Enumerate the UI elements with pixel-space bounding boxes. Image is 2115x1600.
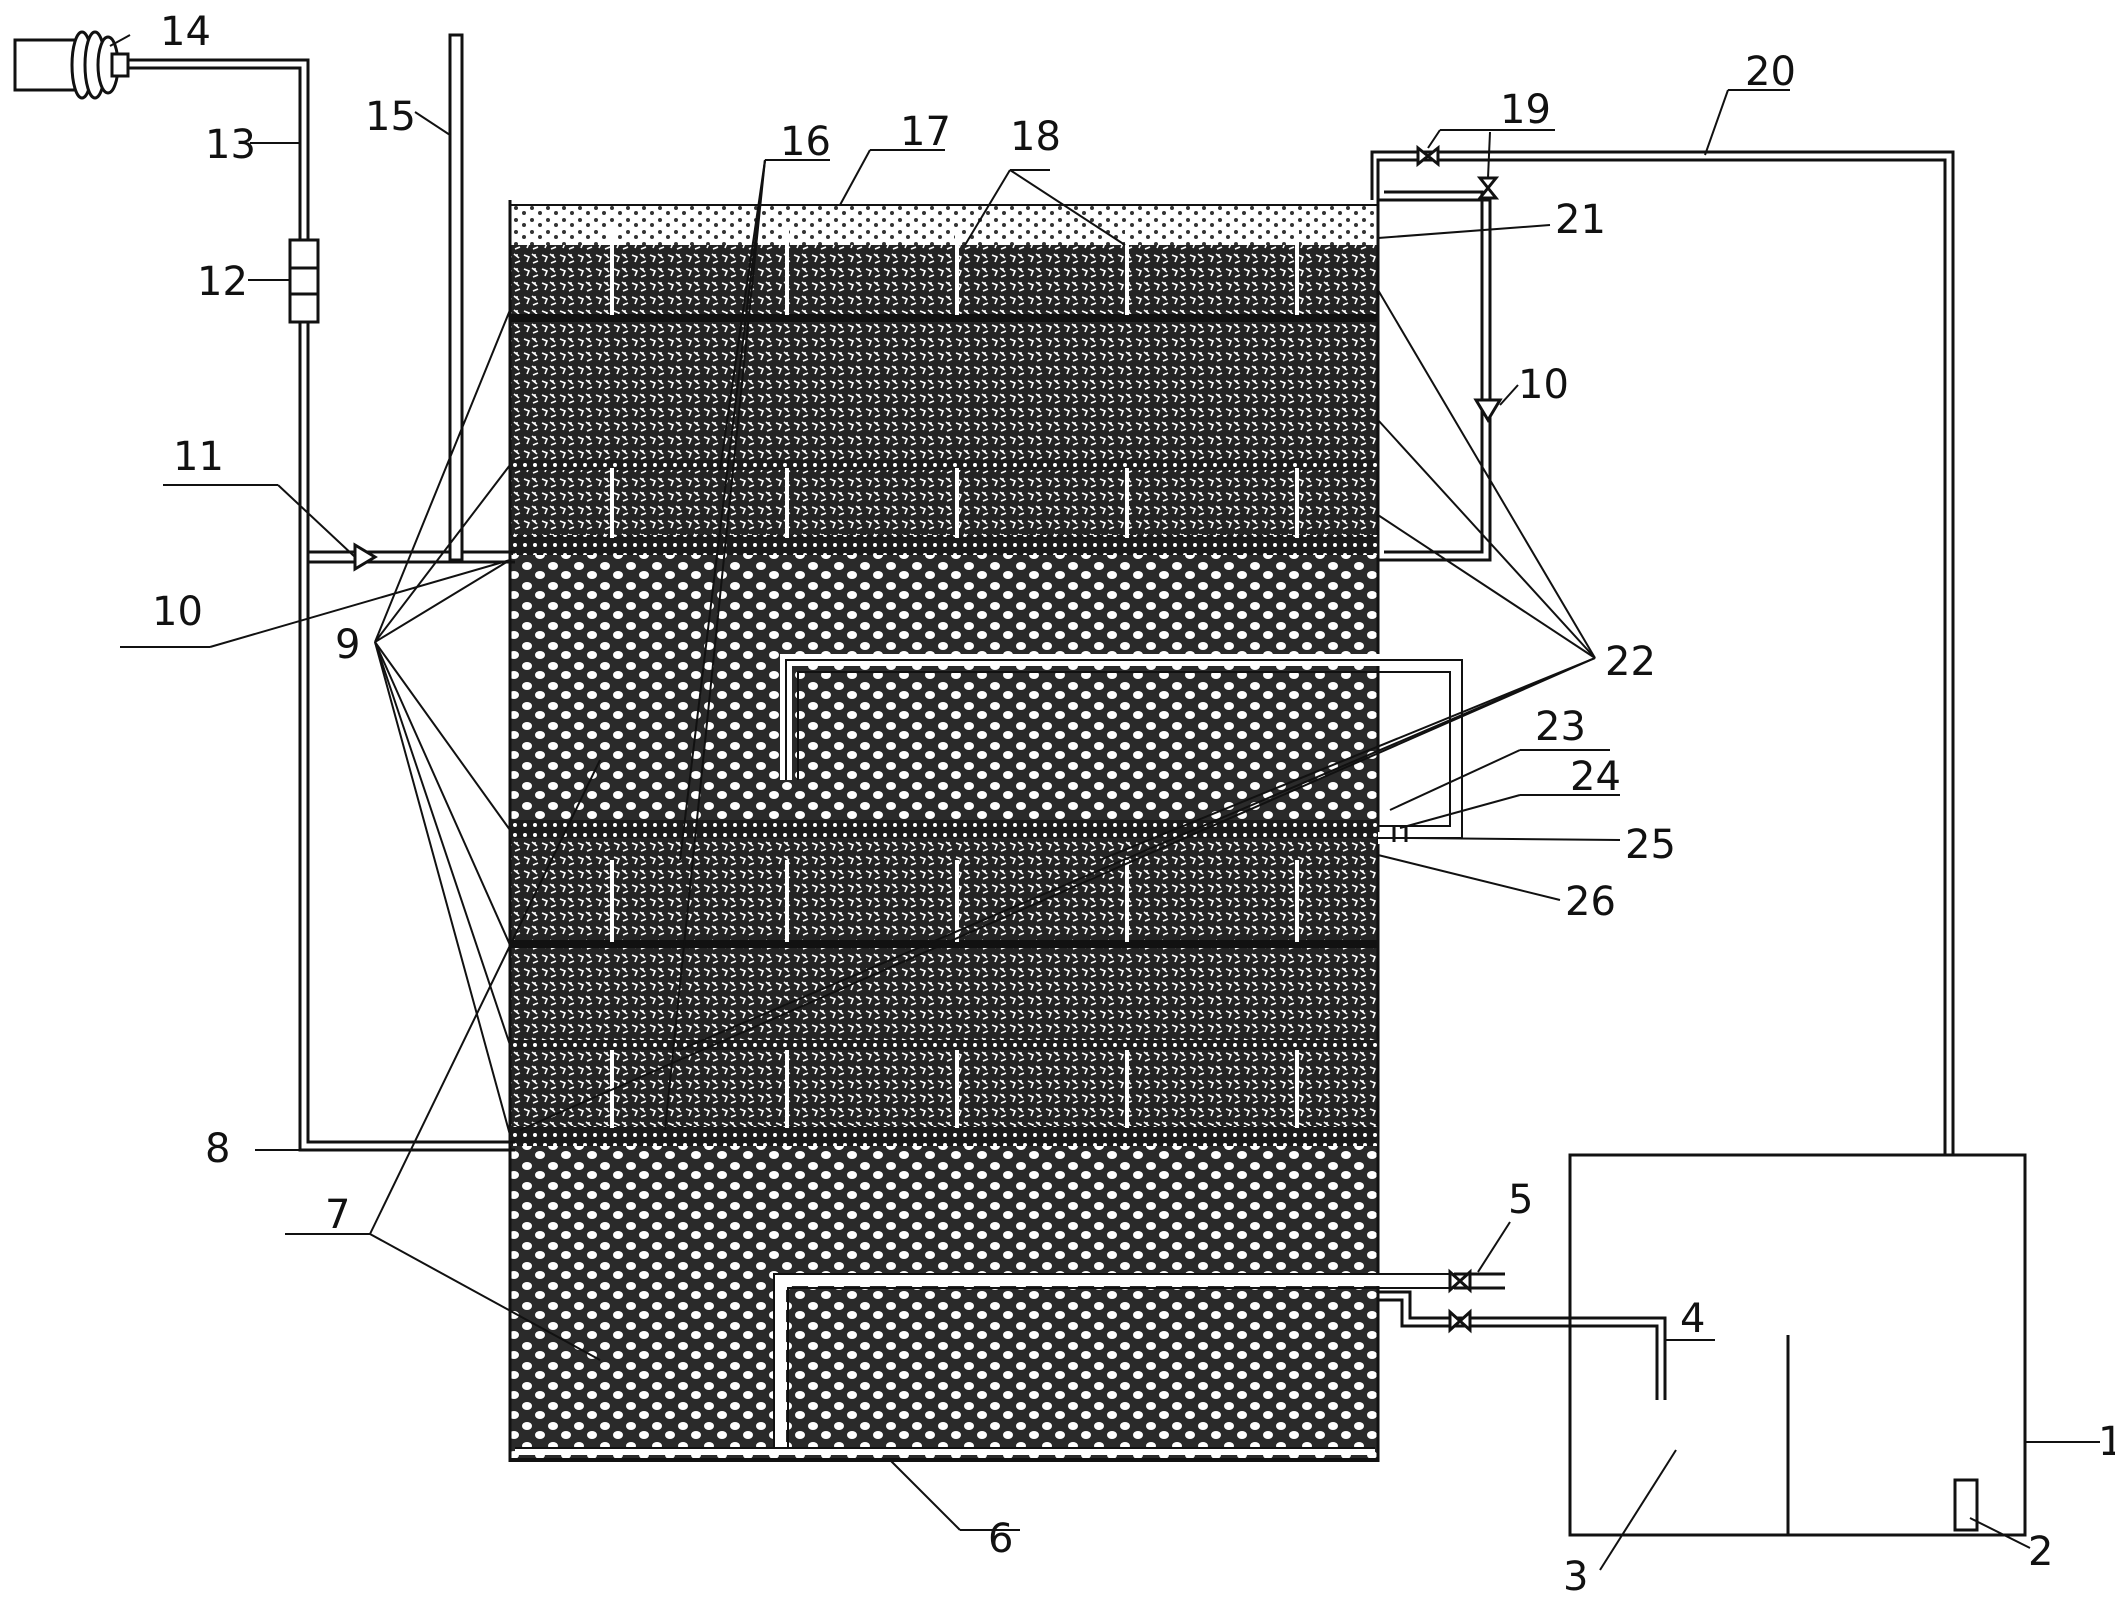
bottom-collection-pipe — [515, 1273, 1454, 1455]
effluent-tank — [1378, 1153, 2027, 1537]
air-supply-system — [13, 30, 515, 1152]
label-20: 20 — [1745, 49, 1796, 95]
side-valve-icon — [1392, 825, 1408, 842]
vent-pipe — [448, 33, 464, 562]
pump-icon — [1953, 1478, 1979, 1532]
label-24: 24 — [1570, 754, 1621, 800]
label-2: 2 — [2028, 1529, 2053, 1575]
bottom-gravel-layer — [510, 1145, 1378, 1460]
top-sand-layer — [510, 205, 1378, 245]
label-4: 4 — [1680, 1296, 1705, 1342]
air-blower-icon — [13, 30, 130, 100]
vertical-distribution-pipes-upper — [610, 230, 1299, 1128]
reference-labels: 14 13 12 15 11 10 9 8 7 16 17 18 19 20 2… — [152, 9, 2115, 1600]
label-19: 19 — [1500, 87, 1551, 133]
label-13: 13 — [205, 122, 256, 168]
label-21: 21 — [1555, 197, 1606, 243]
label-10-right: 10 — [1518, 362, 1569, 408]
overflow-and-return-system — [1370, 144, 1955, 1535]
upper-gravel-layer — [510, 555, 1378, 823]
upper-media-layer — [510, 245, 1378, 535]
middle-media-layer — [510, 837, 1378, 1127]
label-9: 9 — [335, 622, 360, 668]
label-12: 12 — [197, 259, 248, 305]
valve-icon — [1448, 1308, 1472, 1334]
label-16: 16 — [780, 119, 831, 165]
label-8: 8 — [205, 1126, 230, 1172]
valve-icon — [1416, 144, 1440, 168]
valve-icon — [1476, 176, 1500, 200]
reactor-tank — [508, 200, 1468, 1462]
label-25: 25 — [1625, 822, 1676, 868]
label-17: 17 — [900, 109, 951, 155]
flow-direction-marker — [1473, 398, 1503, 423]
valve-icon — [1448, 1268, 1472, 1294]
flowmeter-icon — [288, 238, 320, 324]
label-11: 11 — [173, 434, 224, 480]
label-15: 15 — [365, 94, 416, 140]
label-10-left: 10 — [152, 589, 203, 635]
label-6: 6 — [988, 1516, 1013, 1562]
flow-direction-marker — [353, 542, 378, 572]
label-1: 1 — [2098, 1419, 2115, 1465]
label-26: 26 — [1565, 879, 1616, 925]
label-14: 14 — [160, 9, 211, 55]
label-22: 22 — [1605, 639, 1656, 685]
label-23: 23 — [1535, 704, 1586, 750]
leader-lines — [109, 34, 2100, 1571]
label-3: 3 — [1563, 1554, 1588, 1600]
label-7: 7 — [325, 1192, 350, 1238]
label-5: 5 — [1508, 1177, 1533, 1223]
label-18: 18 — [1010, 114, 1061, 160]
